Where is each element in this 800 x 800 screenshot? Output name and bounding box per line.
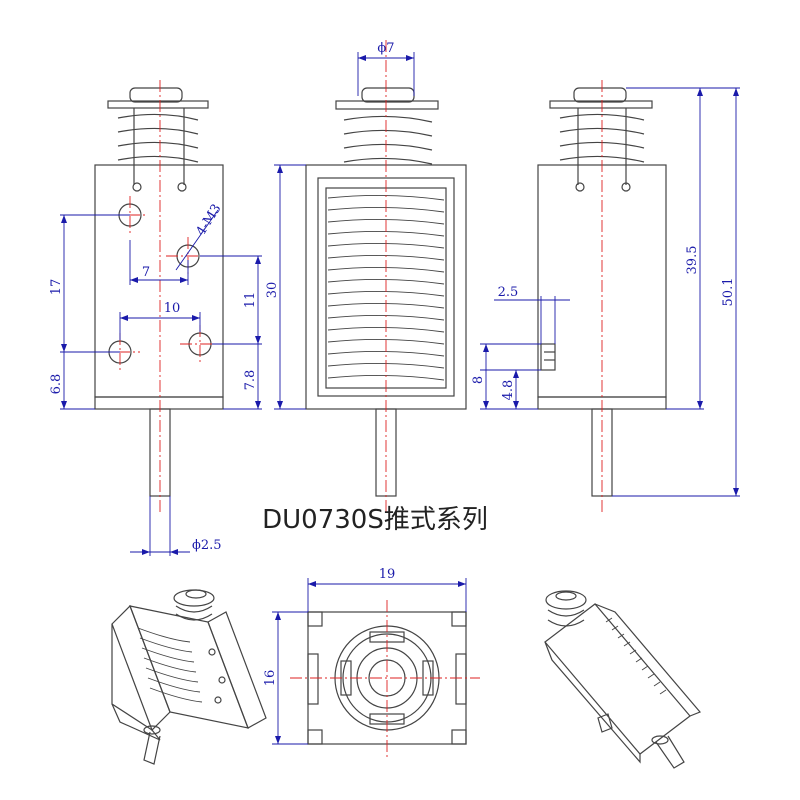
- front-body: [94, 164, 224, 398]
- front-plunger-cap: [129, 87, 183, 103]
- front-spring: [117, 113, 199, 163]
- centerlines: [98, 40, 603, 760]
- dim-30: 30: [265, 282, 280, 299]
- dim-7: 7: [142, 265, 150, 280]
- dim-50-1: 50.1: [721, 278, 736, 307]
- middle-plunger-cap: [361, 87, 415, 103]
- dim-11: 11: [243, 292, 258, 309]
- dim-10: 10: [164, 301, 181, 316]
- dimension-lines: [60, 52, 740, 745]
- dim-4-8: 4.8: [501, 380, 516, 401]
- dimension-arrows: [61, 55, 739, 744]
- isometric-view-left: [111, 589, 267, 765]
- iso-right-coil: [605, 617, 667, 695]
- middle-spring-plate: [335, 100, 439, 110]
- dim-8: 8: [471, 376, 486, 384]
- middle-spring: [343, 115, 433, 165]
- drawing-title: DU0730S推式系列: [262, 505, 488, 535]
- dim-16: 16: [263, 670, 278, 687]
- iso-left-coil: [137, 627, 203, 703]
- side-spring-plate: [549, 100, 653, 109]
- front-base-plate: [94, 396, 224, 410]
- side-plunger-cap: [573, 87, 627, 103]
- dim-7-8: 7.8: [243, 370, 258, 391]
- front-view: [94, 87, 224, 497]
- dim-19: 19: [379, 567, 396, 582]
- dim-shaft-dia: ϕ2.5: [192, 538, 222, 553]
- dim-6-8: 6.8: [49, 374, 64, 395]
- dim-39-5: 39.5: [685, 246, 700, 275]
- dim-2-5: 2.5: [498, 285, 519, 300]
- iso-left-side-face: [207, 611, 267, 729]
- dim-4-m3: 4-M3: [194, 202, 225, 239]
- dim-17: 17: [49, 279, 64, 296]
- front-spring-plate: [107, 100, 209, 109]
- side-terminal: [540, 343, 556, 371]
- dim-plunger-dia: ϕ7: [377, 41, 394, 56]
- isometric-view-right: [544, 590, 701, 769]
